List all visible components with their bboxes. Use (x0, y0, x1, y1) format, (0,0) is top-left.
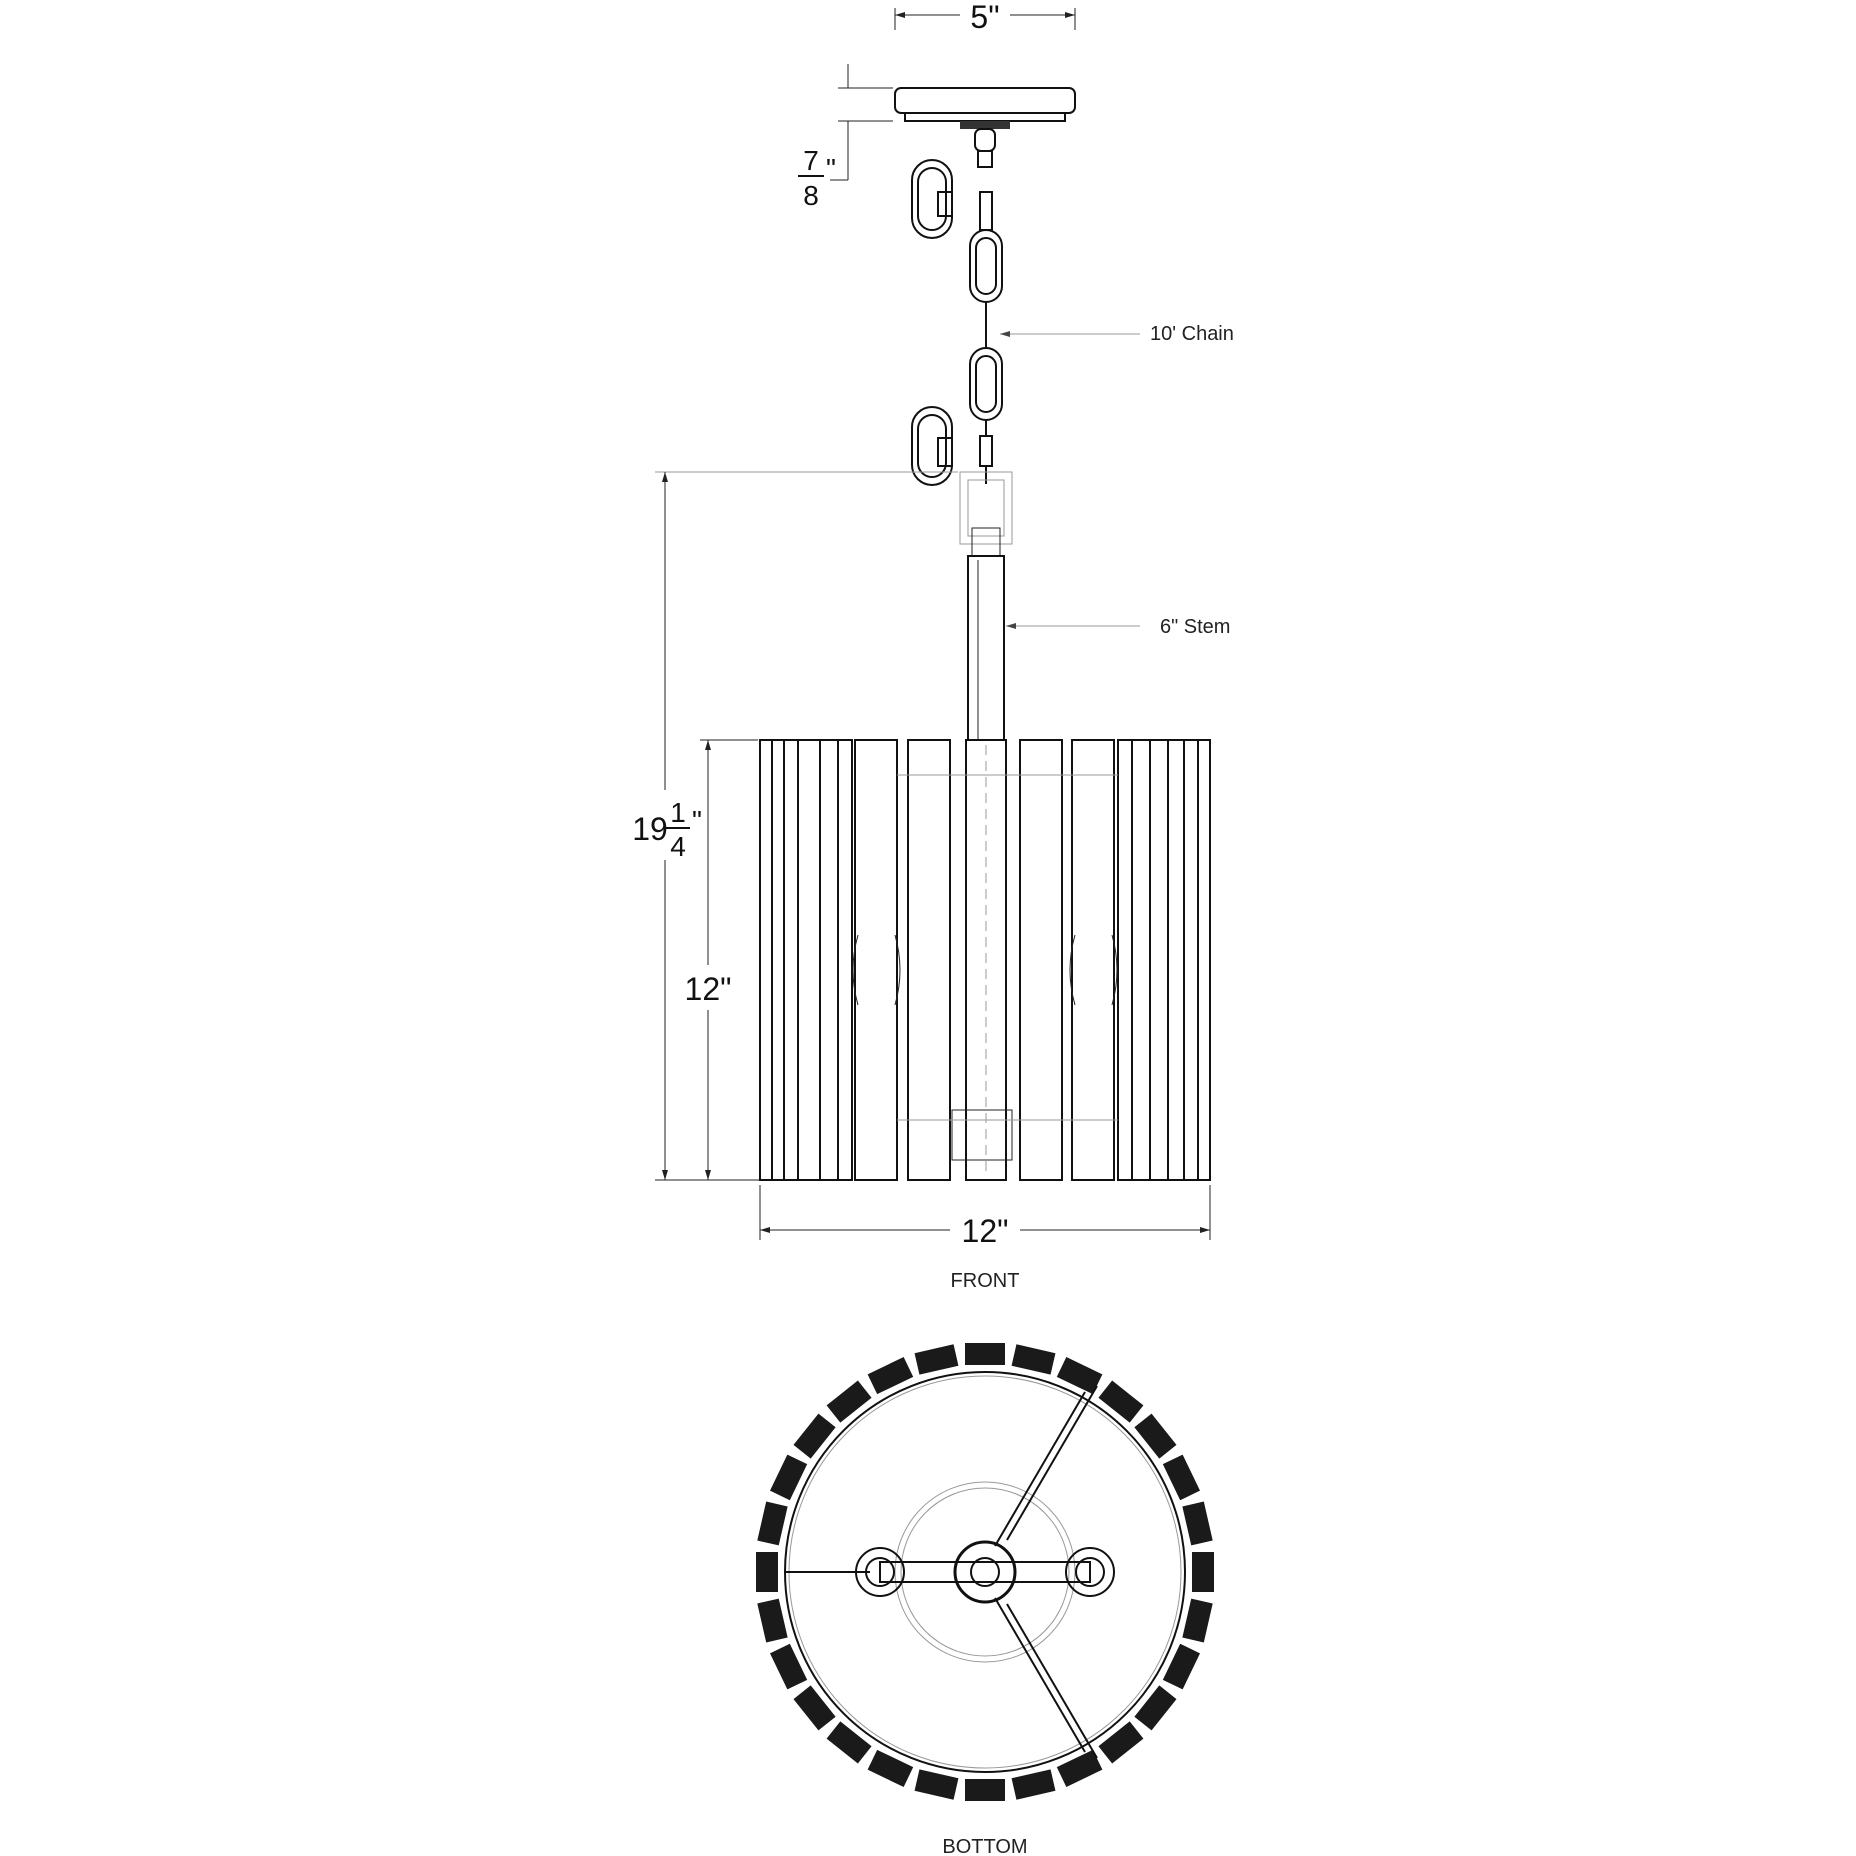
canopy-height-dimension: 7 8 " (798, 64, 893, 211)
bottom-slat (867, 1357, 914, 1395)
overall-height-numerator: 1 (670, 797, 686, 828)
bottom-slat (965, 1779, 1005, 1801)
bottom-slat (1011, 1344, 1056, 1375)
bottom-slat (793, 1685, 836, 1731)
chain-link-detail-bottom (911, 406, 953, 486)
bottom-slat (965, 1343, 1005, 1365)
bottom-slat (1011, 1769, 1056, 1800)
stem-label: 6" Stem (1160, 616, 1230, 638)
bottom-slat (1182, 1598, 1213, 1643)
bottom-slat (793, 1413, 836, 1459)
bottom-slat (1098, 1380, 1144, 1423)
chain-label: 10' Chain (1150, 323, 1234, 345)
shade-width-dimension: 12" (759, 1185, 1211, 1249)
overall-height-dimension: 19 1 4 " (632, 471, 958, 1181)
bottom-slat (826, 1380, 872, 1423)
stem-assembly (959, 471, 1013, 741)
bottom-slat (867, 1749, 914, 1787)
bottom-view-label: BOTTOM (942, 1836, 1027, 1856)
chain (969, 128, 1003, 484)
chain-link-detail-top (911, 159, 953, 239)
bottom-slat (770, 1454, 808, 1501)
chain-callout: 10' Chain (1000, 323, 1234, 345)
stem-callout: 6" Stem (1006, 616, 1230, 638)
socket-right (1065, 1547, 1115, 1597)
arm-lower-right (994, 1597, 1086, 1753)
bottom-slat (1056, 1749, 1103, 1787)
bottom-slat (1098, 1721, 1144, 1764)
canopy-width-dimension: 5" (894, 0, 1076, 35)
bottom-slat (1162, 1643, 1200, 1690)
bottom-slat (1134, 1685, 1177, 1731)
canopy-height-numerator: 7 (803, 145, 819, 176)
canopy (894, 87, 1076, 129)
bottom-slat (1192, 1552, 1214, 1592)
overall-height-inch-mark: " (692, 805, 702, 836)
arm-upper-right (994, 1391, 1086, 1547)
canopy-height-denominator: 8 (803, 180, 819, 211)
front-shade (759, 739, 1211, 1181)
bottom-slat (914, 1769, 959, 1800)
center-hub (953, 1540, 1017, 1604)
socket-left (855, 1547, 905, 1597)
bottom-slats (756, 1343, 1214, 1801)
bottom-slat (1162, 1454, 1200, 1501)
canopy-width-label: 5" (970, 0, 999, 35)
bottom-slat (757, 1501, 788, 1546)
bottom-slat (770, 1643, 808, 1690)
shade-height-dimension: 12" (685, 739, 758, 1180)
shade-height-label: 12" (685, 971, 732, 1007)
overall-height-denominator: 4 (670, 831, 686, 862)
bottom-slat (1182, 1501, 1213, 1546)
shade-width-label: 12" (962, 1213, 1009, 1249)
bottom-slat (1134, 1413, 1177, 1459)
canopy-height-inch-mark: " (826, 153, 836, 184)
bottom-slat (826, 1721, 872, 1764)
bottom-slat (757, 1598, 788, 1643)
front-view-label: FRONT (951, 1270, 1020, 1292)
bottom-slat (1056, 1357, 1103, 1395)
bottom-view (756, 1343, 1214, 1801)
overall-height-whole: 19 (632, 811, 668, 847)
bottom-slat (756, 1552, 778, 1592)
bottom-slat (914, 1344, 959, 1375)
